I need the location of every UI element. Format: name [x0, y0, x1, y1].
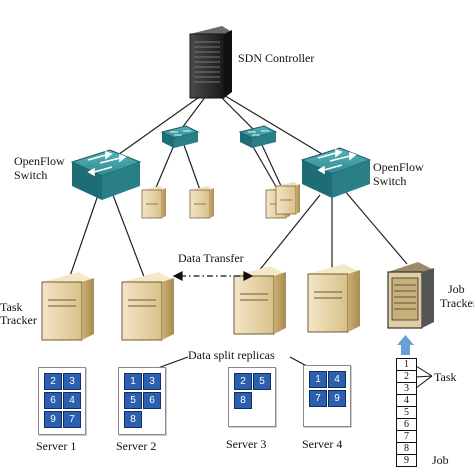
sdn-controller-label: SDN Controller: [238, 51, 315, 65]
data-block: 2: [44, 373, 62, 390]
job-tracker-label-line1: Job: [448, 282, 465, 296]
server-1-label: Server 1: [36, 439, 77, 453]
job-task-cell: 2: [396, 370, 417, 383]
data-block: 9: [44, 411, 62, 428]
openflow-switch-left: [70, 149, 142, 200]
data-block: 4: [328, 371, 346, 388]
network-links: [67, 87, 408, 283]
data-block: 1: [124, 373, 142, 390]
data-block: 2: [234, 373, 252, 390]
small-switch-left: [160, 125, 200, 148]
server-3-tower: [233, 266, 286, 335]
small-switch-right: [238, 125, 278, 148]
job-label: Job: [432, 453, 449, 467]
server-4-label: Server 4: [302, 437, 343, 451]
task-label: Task: [434, 370, 457, 384]
data-block: 8: [124, 411, 142, 428]
server-4-split-panel: 1 4 7 9: [303, 365, 351, 427]
server-2-split-panel: 1 3 5 6 8: [118, 367, 166, 435]
server-1-tower: [41, 272, 94, 341]
server-3-split-panel: 2 5 8: [228, 367, 276, 427]
data-split-replicas-label: Data split replicas: [188, 348, 275, 362]
data-block: 3: [63, 373, 81, 390]
openflow-switch-right: [300, 147, 372, 198]
job-tracker-label-line2: Tracker: [440, 296, 474, 310]
data-block: 9: [328, 390, 346, 407]
job-arrow: [397, 335, 414, 355]
data-block: 1: [309, 371, 327, 388]
server-2-label: Server 2: [116, 439, 157, 453]
small-server-4: [275, 182, 300, 215]
data-block: 8: [234, 392, 252, 409]
task-bracket: [415, 365, 433, 389]
small-server-2: [189, 186, 214, 219]
data-block: 4: [63, 392, 81, 409]
job-tracker-server: [387, 262, 434, 329]
data-block: 6: [44, 392, 62, 409]
server-3-label: Server 3: [226, 437, 267, 451]
data-transfer-label: Data Transfer: [178, 251, 244, 265]
openflow-switch-right-label-line2: Switch: [373, 174, 407, 188]
data-block: 7: [309, 390, 327, 407]
sdn-controller-server: [189, 26, 232, 99]
openflow-switch-right-label-line1: OpenFlow: [373, 160, 424, 174]
server-4-tower: [307, 264, 360, 333]
small-server-1: [141, 186, 166, 219]
openflow-switch-left-label-line1: OpenFlow: [14, 154, 65, 168]
task-tracker-label-line1: Task: [0, 300, 23, 314]
data-transfer-arrow: [172, 271, 254, 281]
job-task-cell: 9: [396, 454, 417, 467]
openflow-switch-left-label-line2: Switch: [14, 168, 48, 182]
data-block: 6: [143, 392, 161, 409]
server-1-split-panel: 2 3 6 4 9 7: [38, 367, 86, 435]
job-task-column: 1 2 3 4 5 6 7 8 9: [396, 358, 417, 470]
task-tracker-label-line2: Tracker: [0, 313, 37, 327]
server-2-tower: [121, 272, 174, 341]
data-block: 7: [63, 411, 81, 428]
data-block: 3: [143, 373, 161, 390]
data-block: 5: [253, 373, 271, 390]
data-block: 5: [124, 392, 142, 409]
